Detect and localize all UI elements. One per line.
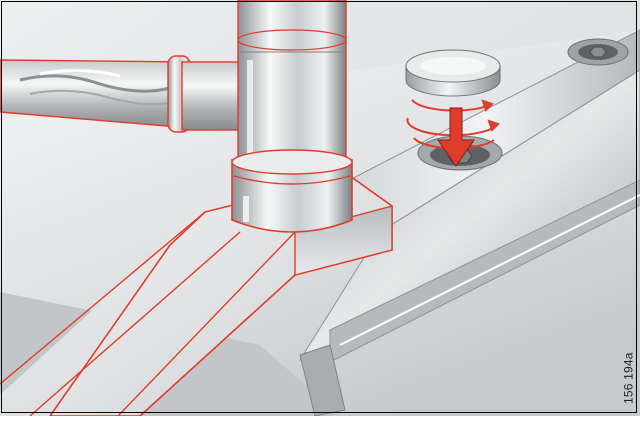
mounting-hole-right xyxy=(567,38,629,66)
cover-cap xyxy=(405,49,501,97)
hex-socket-icon xyxy=(589,46,607,58)
rail-end-face xyxy=(299,344,346,417)
vertical-column xyxy=(237,0,347,169)
figure-reference-code: 156 194a xyxy=(622,352,636,404)
press-bar-edge-line xyxy=(117,231,296,417)
press-bar-edge-line-3 xyxy=(0,211,206,385)
column-foot xyxy=(231,149,353,233)
down-arrow-icon xyxy=(437,107,475,167)
rail-groove-highlight xyxy=(339,194,640,346)
press-bar-edge-line-2 xyxy=(29,231,241,417)
shaft-collar xyxy=(167,55,243,133)
